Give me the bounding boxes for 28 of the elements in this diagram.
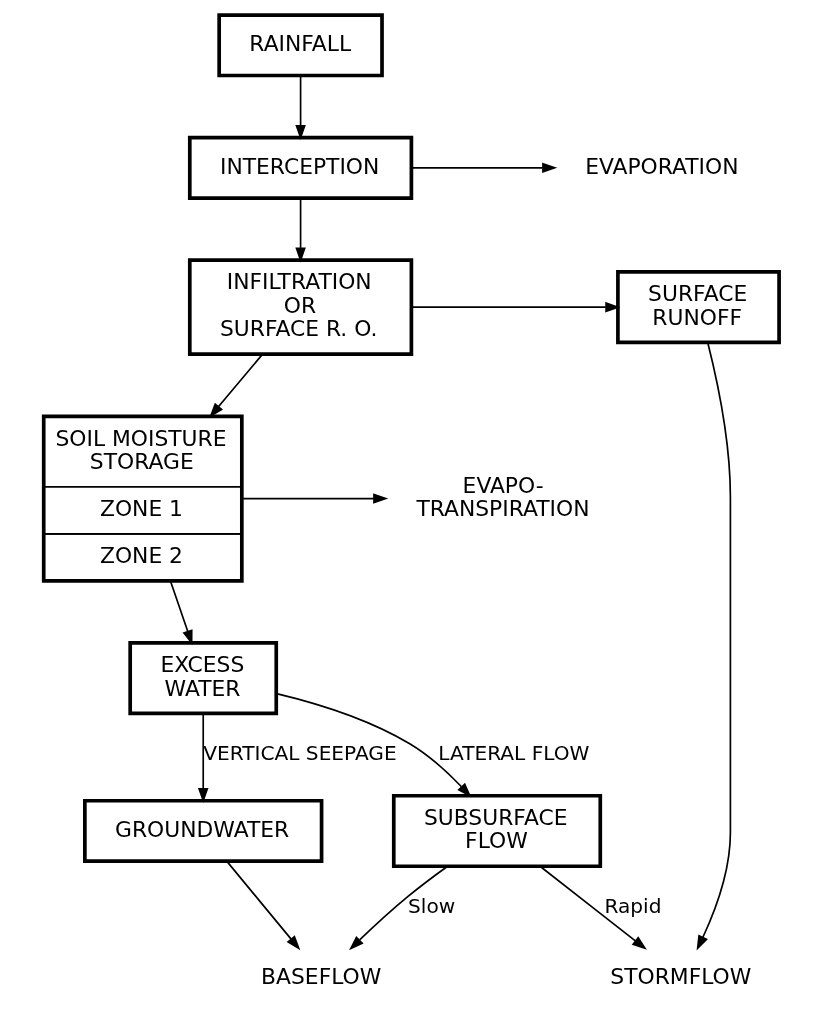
node-text: BASEFLOW	[260, 964, 381, 990]
arrow	[294, 197, 306, 263]
arrow	[410, 162, 557, 174]
node-text: EVAPO- TRANSPIRATION	[415, 472, 589, 522]
edge-label: Slow	[407, 893, 455, 918]
node-text: EVAPORATION	[584, 153, 738, 179]
arrow	[240, 493, 388, 504]
node-box: SUBSURFACE FLOW	[391, 793, 602, 869]
node-box: EXCESS WATER	[127, 641, 278, 716]
arrow	[539, 865, 647, 950]
node-box: INFILTRATION OR SURFACE R. O.	[187, 258, 413, 357]
edge-label: Rapid	[603, 893, 661, 918]
node-text: STORMFLOW	[609, 964, 751, 990]
arrow	[696, 341, 731, 951]
arrow	[294, 74, 306, 141]
arrow	[348, 865, 448, 951]
node-box: RAINFALL	[216, 13, 384, 78]
edge-label: VERTICAL SEEPAGE	[202, 740, 397, 765]
node-box: SURFACE RUNOFF	[615, 270, 781, 345]
arrow	[410, 301, 620, 313]
arrow	[197, 712, 208, 804]
arrow	[169, 580, 193, 646]
arrow	[275, 692, 471, 798]
arrow	[226, 861, 300, 951]
node-box: GROUNDWATER	[82, 798, 323, 864]
node-box: INTERCEPTION	[187, 135, 413, 200]
arrow	[208, 353, 263, 418]
edge-label: LATERAL FLOW	[437, 740, 590, 765]
